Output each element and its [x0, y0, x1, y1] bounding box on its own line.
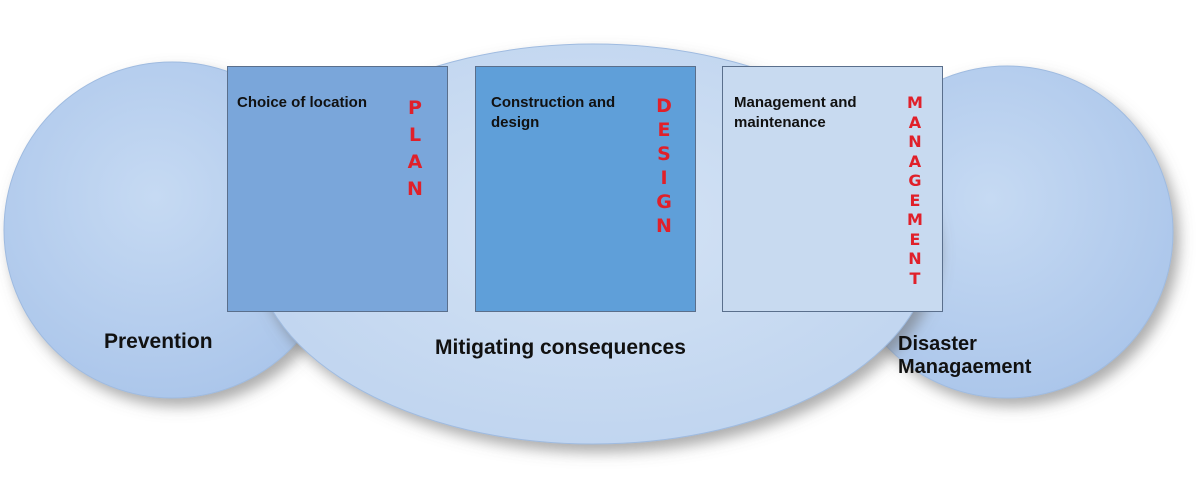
vertical-letter: M	[907, 93, 923, 112]
vertical-letter: A	[908, 151, 922, 171]
vertical-letter: I	[660, 167, 668, 189]
management-box-text: Management and maintenance	[734, 94, 857, 131]
mitigation-label: Mitigating consequences	[435, 336, 686, 359]
vertical-letter: E	[909, 190, 921, 210]
vertical-letter: L	[408, 124, 422, 146]
vertical-letter: N	[656, 215, 672, 237]
prevention-label: Prevention	[104, 330, 213, 353]
vertical-letter: S	[657, 143, 671, 165]
design-box-text: Construction and design	[491, 94, 616, 131]
vertical-letter: A	[407, 151, 423, 173]
vertical-letter: N	[407, 178, 423, 200]
vertical-letter: N	[908, 249, 922, 268]
vertical-letter: G	[908, 171, 922, 190]
vertical-letter: D	[656, 95, 672, 117]
vertical-letter: E	[909, 229, 921, 249]
vertical-letter: E	[657, 119, 671, 141]
vertical-letter: M	[907, 210, 923, 229]
vertical-letter: T	[909, 268, 921, 288]
vertical-letter: A	[908, 112, 922, 132]
vertical-letter: P	[408, 97, 422, 119]
vertical-letter: G	[656, 191, 672, 213]
vertical-letter: N	[908, 132, 922, 151]
disaster-label: Disaster Managaement	[898, 333, 1032, 378]
location-box-text: Choice of location	[237, 94, 368, 111]
